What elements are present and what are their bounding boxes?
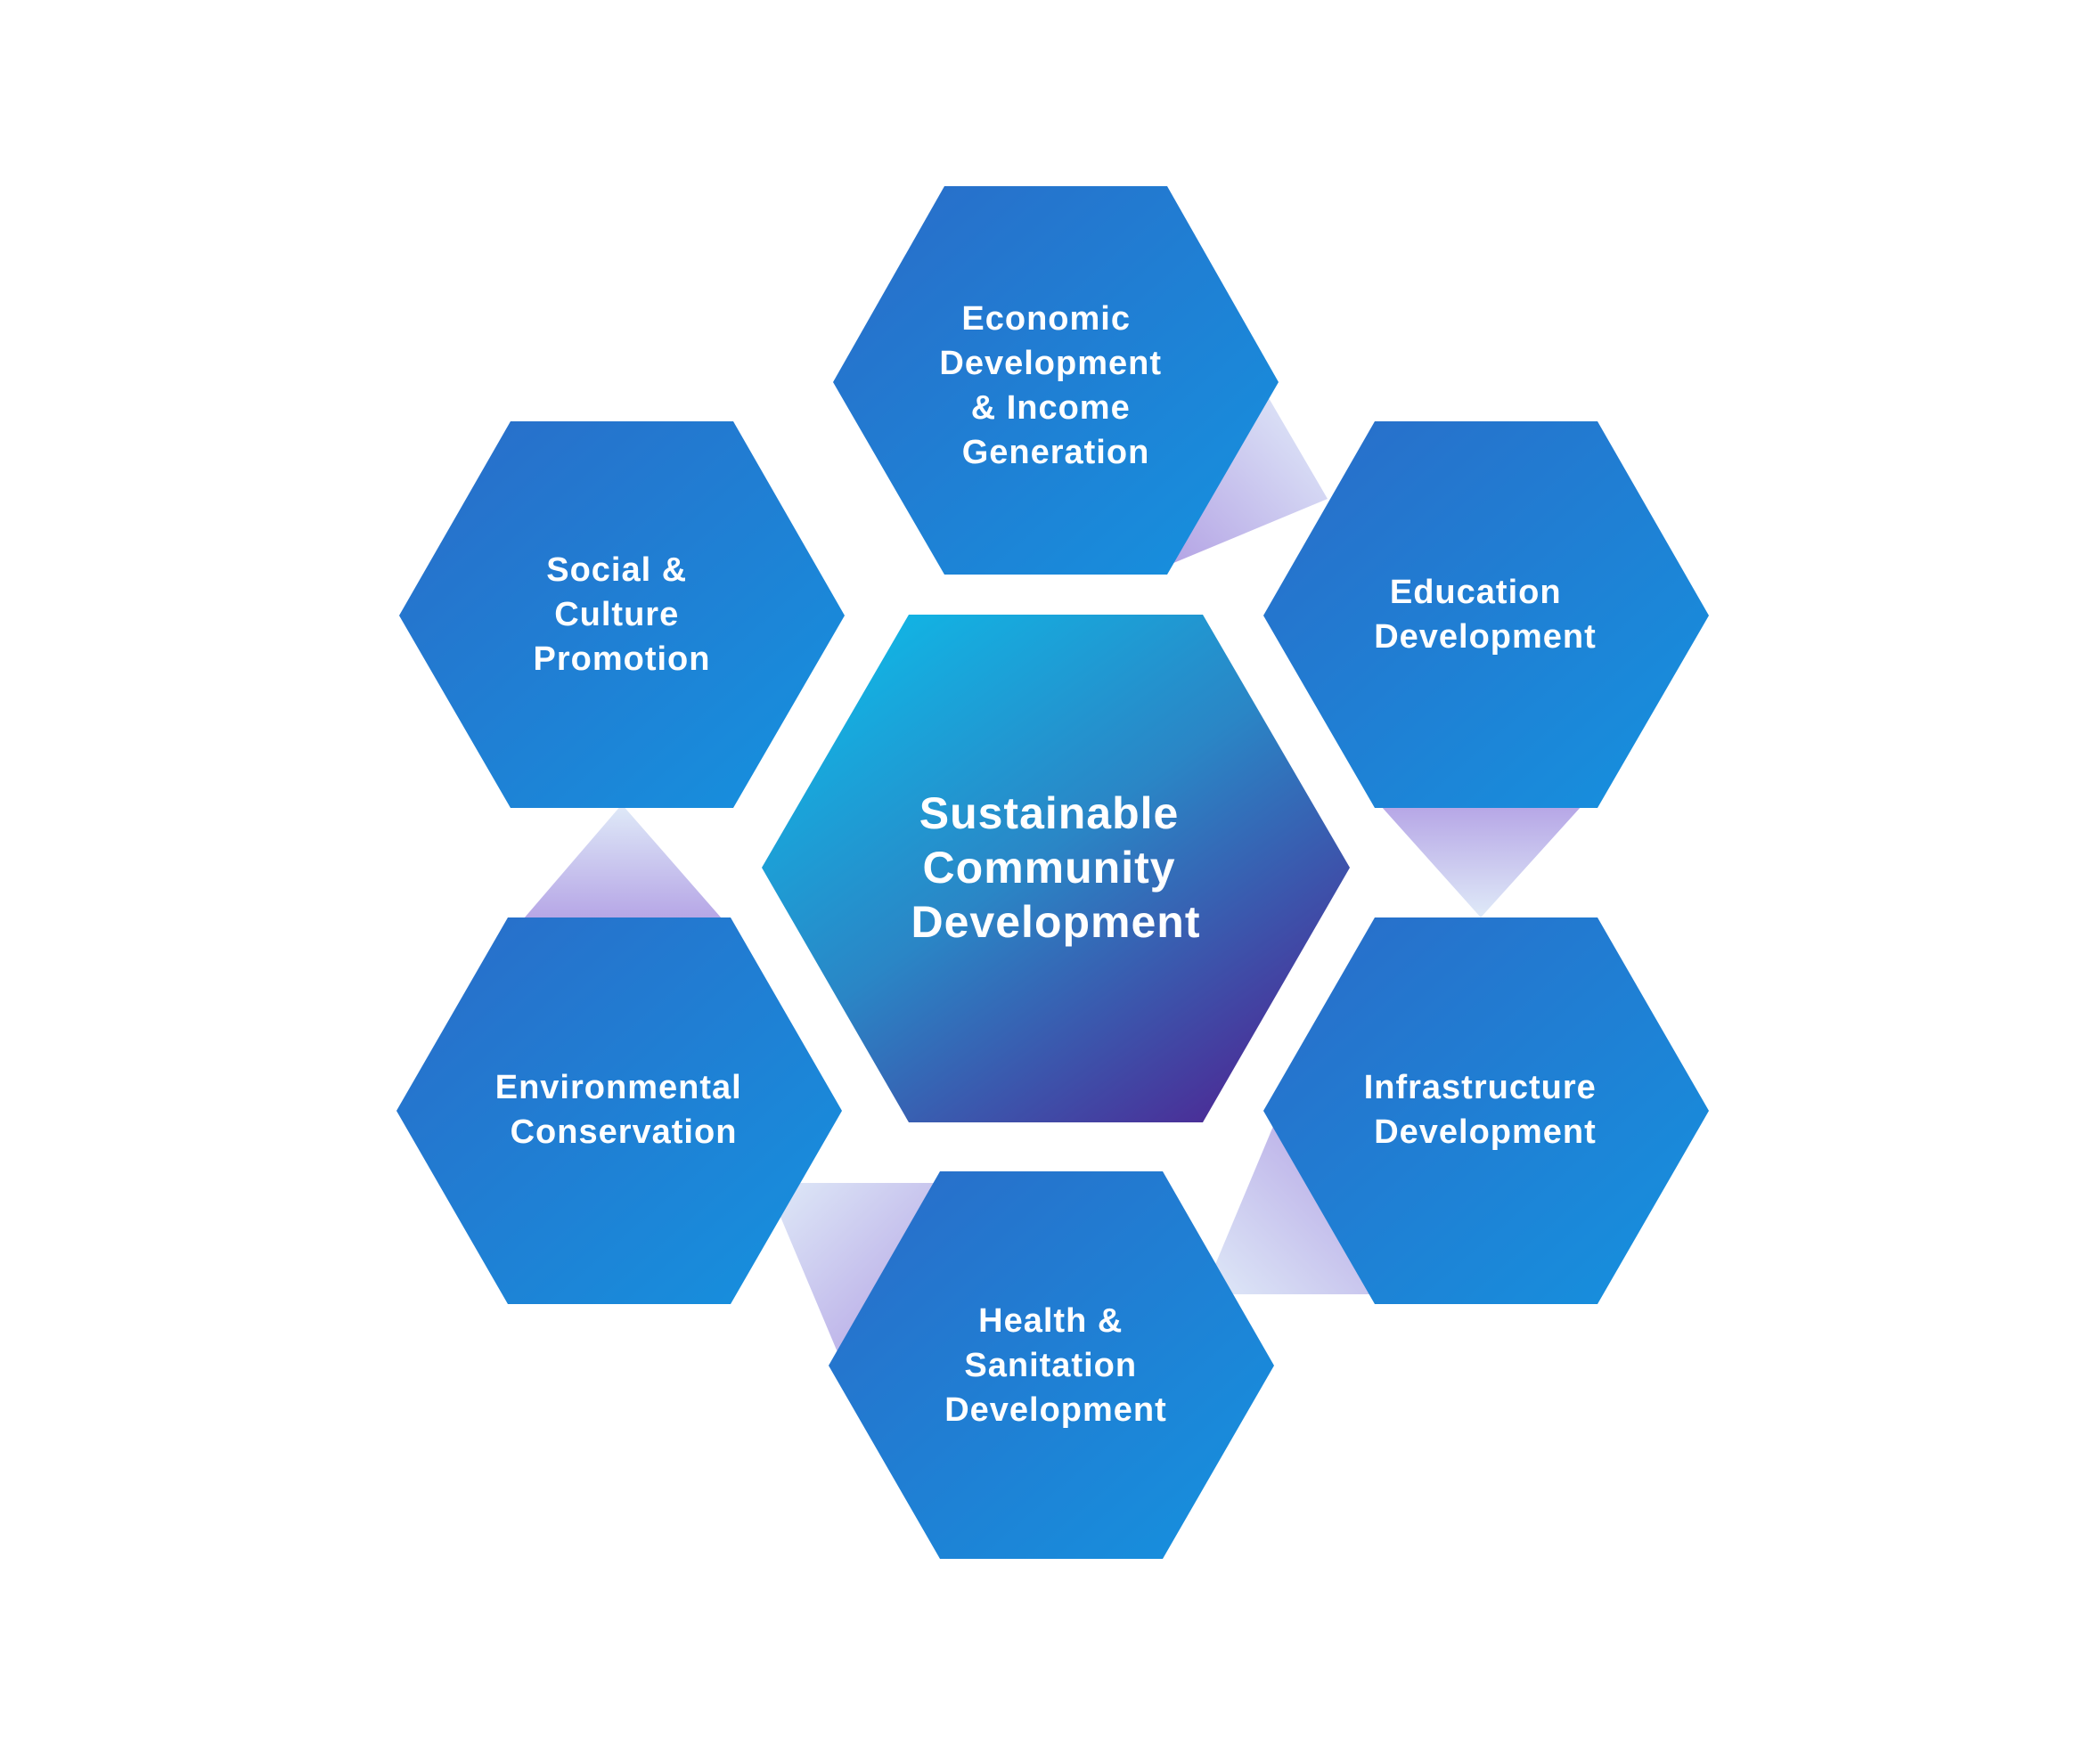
hex-label-infrastructure: Infrastructure Development bbox=[1364, 1069, 1607, 1151]
hex-node-health: Health & Sanitation Development bbox=[829, 1171, 1274, 1559]
hex-label-health-line-3: Development bbox=[944, 1391, 1167, 1429]
hex-node-economic: Economic Development & Income Generation bbox=[833, 186, 1279, 575]
hex-label-education-line-2: Development bbox=[1374, 618, 1597, 656]
connector-education-infrastructure bbox=[1381, 806, 1581, 917]
center-label-line-3: Development bbox=[911, 897, 1201, 947]
hex-label-health-line-2: Sanitation bbox=[964, 1347, 1137, 1384]
hex-label-economic-line-3: & Income bbox=[971, 389, 1131, 427]
hex-shape-education bbox=[1263, 421, 1709, 808]
connector-environmental-social bbox=[524, 804, 722, 918]
hex-node-education: Education Development bbox=[1263, 421, 1709, 808]
hex-shape-health bbox=[829, 1171, 1274, 1559]
hex-label-economic-line-1: Economic bbox=[961, 300, 1131, 338]
hex-label-health: Health & Sanitation Development bbox=[944, 1302, 1167, 1429]
hex-shape-social bbox=[399, 421, 845, 808]
hex-shape-infrastructure bbox=[1263, 917, 1709, 1304]
connector-economic-education bbox=[1167, 392, 1328, 566]
hex-node-environmental: Environmental Conservation bbox=[396, 917, 842, 1304]
hex-label-social-line-1: Social & bbox=[546, 551, 687, 589]
hex-node-infrastructure: Infrastructure Development bbox=[1263, 917, 1709, 1304]
hex-label-economic: Economic Development & Income Generation bbox=[939, 300, 1172, 471]
hex-label-social-line-3: Promotion bbox=[534, 640, 711, 678]
center-label-line-1: Sustainable bbox=[919, 788, 1180, 838]
hex-label-environmental-line-2: Conservation bbox=[511, 1113, 738, 1151]
hex-shape-environmental bbox=[396, 917, 842, 1304]
connectors bbox=[524, 392, 1581, 1352]
hex-label-education-line-1: Education bbox=[1390, 574, 1562, 611]
hex-label-economic-line-4: Generation bbox=[962, 434, 1150, 471]
hex-label-social: Social & Culture Promotion bbox=[534, 551, 711, 678]
hex-label-health-line-1: Health & bbox=[978, 1302, 1123, 1340]
hex-label-economic-line-2: Development bbox=[939, 345, 1162, 382]
hex-node-center: Sustainable Community Development bbox=[762, 615, 1350, 1122]
hex-label-environmental-line-1: Environmental bbox=[495, 1069, 742, 1106]
hex-label-infrastructure-line-1: Infrastructure bbox=[1364, 1069, 1597, 1106]
connector-health-environmental bbox=[766, 1183, 936, 1352]
hex-label-infrastructure-line-2: Development bbox=[1374, 1113, 1597, 1151]
hex-node-social: Social & Culture Promotion bbox=[399, 421, 845, 808]
hex-label-education: Education Development bbox=[1374, 574, 1597, 656]
hex-shape-center bbox=[762, 615, 1350, 1122]
center-label-line-2: Community bbox=[923, 843, 1176, 893]
hex-label-environmental: Environmental Conservation bbox=[495, 1069, 753, 1151]
connector-infrastructure-health bbox=[1203, 1124, 1372, 1294]
hex-shape-economic bbox=[833, 186, 1279, 575]
hex-label-social-line-2: Culture bbox=[554, 596, 679, 633]
center-label: Sustainable Community Development bbox=[911, 788, 1201, 947]
